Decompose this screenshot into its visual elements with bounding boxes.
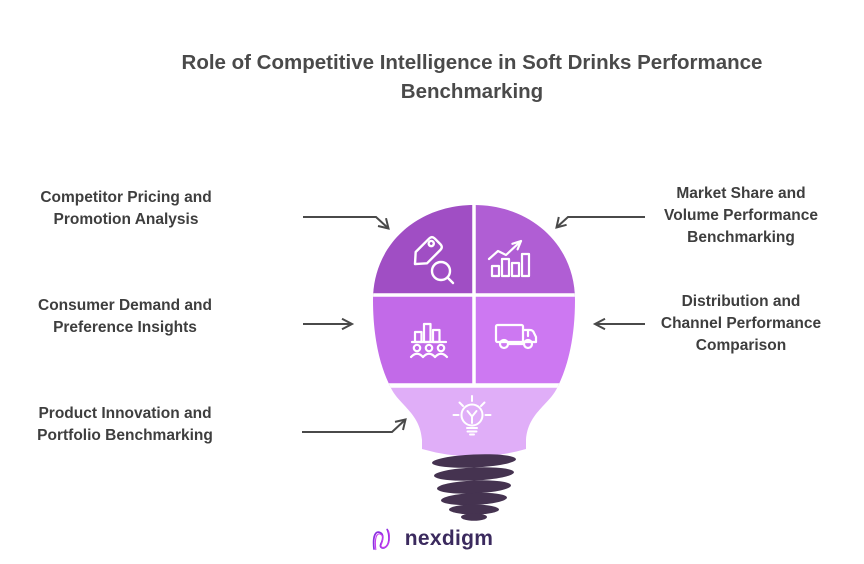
nexdigm-logo: nexdigm [0,522,864,556]
callout-line: Competitor Pricing and [40,189,212,206]
audience-bars-icon [409,322,449,359]
callout-line: Volume Performance [664,207,818,224]
callout-line: Benchmarking [687,229,795,246]
delivery-truck-icon [494,323,538,350]
callout-line: Comparison [695,337,787,354]
arrow-consumer-demand [303,317,355,331]
arrow-product-innovation [302,418,407,433]
callout-line: Promotion Analysis [53,211,199,228]
segment-top-right [474,205,575,295]
connector-arrows [302,216,645,433]
callout-distribution: Distribution and Channel Performance Com… [616,291,864,357]
growth-chart-icon [487,239,531,278]
callout-market-share: Market Share and Volume Performance Benc… [616,183,864,249]
page-title-line-2: Benchmarking [400,80,544,103]
callout-line: Distribution and [681,293,801,310]
nexdigm-n-icon [372,528,390,551]
callout-line: Product Innovation and [38,405,212,422]
segment-dividers [373,205,575,388]
arrow-pricing-analysis [303,216,390,230]
callout-pricing-analysis: Competitor Pricing and Promotion Analysi… [1,187,251,231]
segment-icons [409,235,538,436]
callout-line: Consumer Demand and [38,297,212,314]
price-tag-search-icon [413,235,455,285]
arrow-market-share [555,216,645,229]
callout-line: Market Share and [676,185,806,202]
nexdigm-logo-text: nexdigm [404,527,494,550]
callout-line: Channel Performance [660,315,822,332]
page-title: Role of Competitive Intelligence in Soft… [122,48,822,106]
callout-consumer-demand: Consumer Demand and Preference Insights [0,295,250,339]
lightbulb-icon [452,395,492,436]
page-title-line-1: Role of Competitive Intelligence in Soft… [181,51,763,74]
segment-bottom-left [373,295,474,386]
segment-bottom-right [474,295,575,386]
arrow-distribution [592,317,645,331]
callout-line: Preference Insights [53,319,197,336]
bulb-screw-base [432,454,516,521]
callout-line: Portfolio Benchmarking [37,427,213,444]
segment-top-left [373,205,474,295]
callout-product-innovation: Product Innovation and Portfolio Benchma… [0,403,250,447]
